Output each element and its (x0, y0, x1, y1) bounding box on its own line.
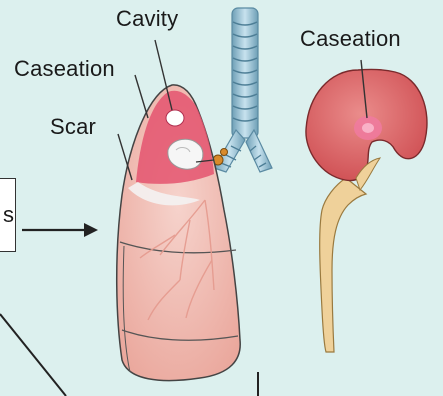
label-caseation-lung: Caseation (14, 58, 115, 80)
connector-line (0, 314, 66, 396)
label-scar: Scar (50, 116, 96, 138)
trachea (213, 8, 272, 172)
label-caseation-kidney: Caseation (300, 28, 401, 50)
lung (117, 85, 240, 381)
label-cavity: Cavity (116, 8, 178, 30)
arrow (22, 223, 98, 237)
truncated-box-label: s (0, 178, 16, 252)
